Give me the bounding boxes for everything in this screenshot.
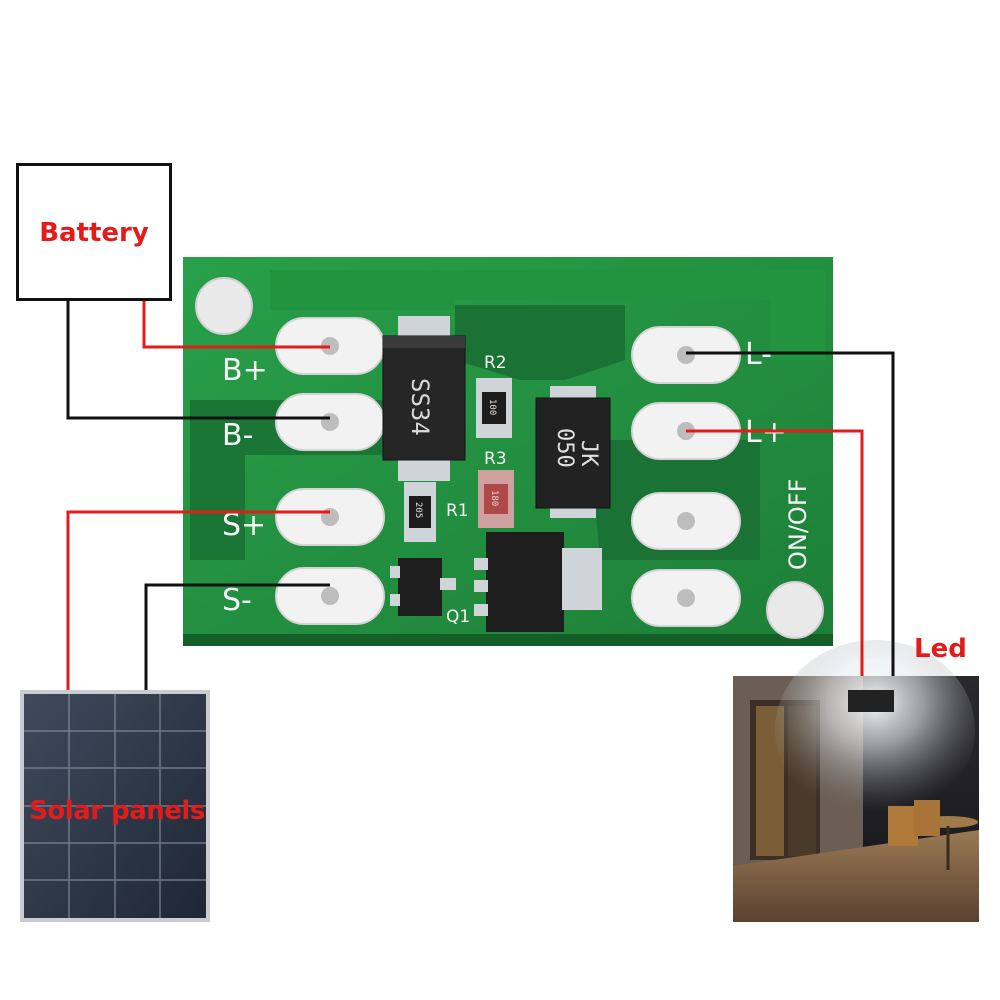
resistor-r1: 205 xyxy=(404,482,436,542)
wooden-deck xyxy=(733,830,979,922)
pcb-edge xyxy=(183,634,833,646)
silk-r1: R1 xyxy=(446,501,469,521)
pcb-board: B+ B- S+ S- L- L+ ON/OFF SS34 R2 100 R3 … xyxy=(183,257,833,646)
copper-pour xyxy=(270,270,825,360)
pad-switch-a xyxy=(631,492,741,550)
pad-l-minus xyxy=(631,326,741,384)
pad-switch-b xyxy=(631,569,741,627)
wire-solar-positive xyxy=(66,510,330,690)
transistor-q1 xyxy=(390,558,456,616)
battery-box: Battery xyxy=(16,163,172,301)
silk-b-plus: B+ xyxy=(222,353,268,388)
ic-marking-line2: 050 xyxy=(552,428,577,468)
wire-battery-negative xyxy=(66,301,330,420)
battery-label: Battery xyxy=(39,218,149,248)
solar-grid xyxy=(24,694,206,918)
r3-code: 180 xyxy=(489,490,499,506)
silk-s-plus: S+ xyxy=(222,508,266,543)
silk-on-off: ON/OFF xyxy=(784,479,812,570)
patio-chair xyxy=(888,806,918,846)
silk-r2: R2 xyxy=(484,353,507,373)
r1-code: 205 xyxy=(413,502,423,518)
wire-battery-positive xyxy=(142,301,330,349)
copper-trace xyxy=(455,305,625,380)
diode-ss34: SS34 xyxy=(382,316,466,481)
silk-q1: Q1 xyxy=(446,607,470,627)
transistor-sot223 xyxy=(474,532,602,632)
resistor-r3: 180 xyxy=(478,470,514,528)
pad-s-minus xyxy=(275,567,385,625)
mounting-hole xyxy=(766,581,824,639)
ic-marking-line1: JK xyxy=(576,440,601,467)
lamp-glow xyxy=(775,640,975,820)
r2-code: 100 xyxy=(487,399,497,415)
pad-s-plus xyxy=(275,488,385,546)
solar-panel xyxy=(20,690,210,922)
patio-chair xyxy=(914,800,940,836)
solar-panels-label: Solar panels xyxy=(29,796,205,826)
silk-r3: R3 xyxy=(484,449,507,469)
wire-solar-negative xyxy=(144,583,330,690)
diode-marking: SS34 xyxy=(406,378,434,436)
resistor-r2: 100 xyxy=(476,378,512,438)
led-label: Led xyxy=(914,634,967,664)
ic-jk050: JK 050 xyxy=(535,386,611,518)
wire-led-positive xyxy=(686,429,864,676)
pad-b-minus xyxy=(275,393,385,451)
solar-lamp xyxy=(848,690,894,712)
led-photo xyxy=(733,640,979,922)
silk-s-minus: S- xyxy=(222,583,252,618)
mounting-hole xyxy=(195,277,253,335)
wire-led-negative xyxy=(686,351,895,676)
silk-b-minus: B- xyxy=(222,418,253,453)
